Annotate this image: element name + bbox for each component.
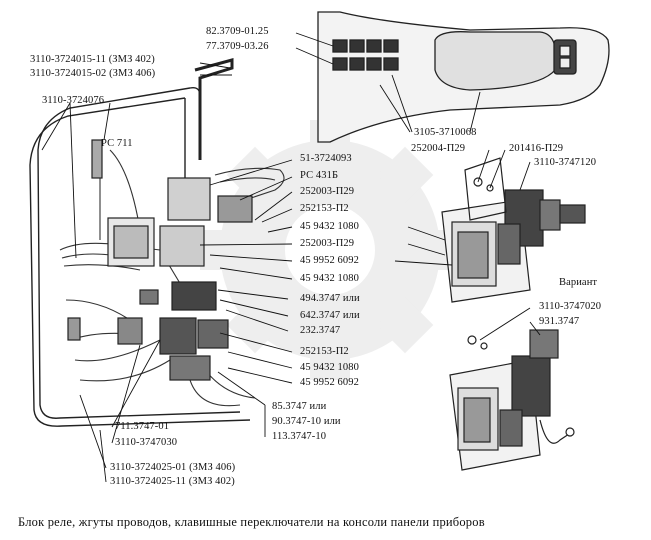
label-pc431b: РС 431Б [300, 170, 339, 181]
label-3110-3747120: 3110-3747120 [534, 157, 597, 168]
label-252153-top: 252153-П2 [300, 203, 349, 214]
label-3110-3747020: 3110-3747020 [539, 301, 602, 312]
label-45-9952-6092-b: 45 9952 6092 [300, 377, 359, 388]
label-232: 232.3747 [300, 325, 341, 336]
label-3110-3724015-02: 3110-3724015-02 (ЗМЗ 406) [30, 68, 156, 79]
label-3110-3724025-01: 3110-3724025-01 (ЗМЗ 406) [110, 462, 236, 473]
label-931: 931.3747 [539, 316, 580, 327]
label-252004: 252004-П29 [411, 143, 466, 154]
label-77-3709: 77.3709-03.26 [206, 41, 269, 52]
label-201416: 201416-П29 [509, 143, 564, 154]
figure-caption: Блок реле, жгуты проводов, клавишные пер… [18, 515, 485, 529]
label-3105-3710068: 3105-3710068 [414, 127, 477, 138]
leader-lines [41, 32, 541, 483]
label-252003-b: 252003-П29 [300, 238, 355, 249]
switch-assembly [441, 157, 586, 303]
label-45-9952-6092-a: 45 9952 6092 [300, 255, 359, 266]
label-3110-3724025-11: 3110-3724025-11 (ЗМЗ 402) [110, 476, 235, 487]
label-711: 711.3747-01 [115, 421, 170, 432]
console-panel [317, 11, 610, 143]
label-642: 642.3747 или [300, 310, 360, 321]
label-45-9432-1080-c: 45 9432 1080 [300, 362, 359, 373]
label-3110-3724015-11: 3110-3724015-11 (ЗМЗ 402) [30, 54, 155, 65]
label-252003-top: 252003-П29 [300, 186, 355, 197]
label-variant: Вариант [559, 277, 598, 288]
label-494: 494.3747 или [300, 293, 360, 304]
label-85: 85.3747 или [272, 401, 327, 412]
label-82-3709: 82.3709-01.25 [206, 26, 269, 37]
label-252153-b: 252153-П2 [300, 346, 349, 357]
label-45-9432-1080-b: 45 9432 1080 [300, 273, 359, 284]
label-45-9432-1080-a: 45 9432 1080 [300, 221, 359, 232]
variant-assembly [449, 329, 575, 471]
label-3110-3747030: 3110-3747030 [115, 437, 178, 448]
relay-bracket-frame [29, 58, 251, 427]
label-90: 90.3747-10 или [272, 416, 341, 427]
relay-block [67, 139, 253, 381]
label-113: 113.3747-10 [272, 431, 327, 442]
label-3110-3724076: 3110-3724076 [42, 95, 105, 106]
label-51-3724093: 51-3724093 [300, 153, 352, 164]
label-pc711: РС 711 [101, 138, 133, 149]
